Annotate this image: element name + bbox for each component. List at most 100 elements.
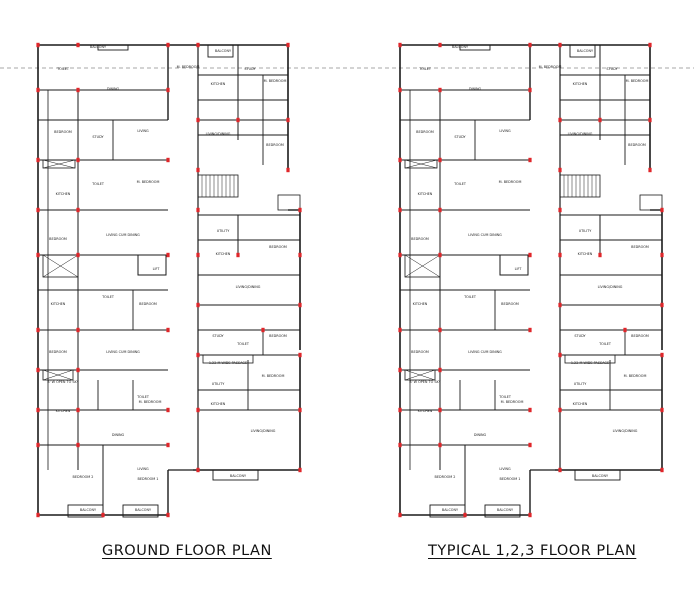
- structural-column: [558, 207, 562, 213]
- structural-column: [623, 327, 627, 333]
- structural-column: [76, 207, 80, 213]
- room-label: STUDY: [92, 135, 104, 139]
- structural-column: [76, 252, 80, 258]
- room-label: M. BEDROOM: [626, 79, 649, 83]
- room-label: M. BEDROOM: [139, 400, 162, 404]
- room-label: BEDROOM: [411, 350, 429, 354]
- structural-column: [438, 42, 442, 48]
- structural-column: [660, 352, 664, 358]
- structural-column: [438, 87, 442, 93]
- structural-column: [398, 207, 402, 213]
- room-label: STUDY: [574, 334, 586, 338]
- structural-column: [76, 327, 80, 333]
- structural-column: [398, 327, 402, 333]
- ground-floor-plan-title: GROUND FLOOR PLAN: [102, 543, 272, 559]
- room-label: TOILET: [418, 67, 432, 71]
- structural-column: [76, 42, 80, 48]
- room-label: KITCHEN: [573, 82, 588, 86]
- structural-column: [558, 117, 562, 123]
- structural-column: [286, 42, 290, 48]
- duct-cross: [42, 254, 79, 278]
- room-label: KITCHEN: [413, 302, 428, 306]
- room-label: M. BEDROOM: [539, 65, 562, 69]
- room-label: LIVING/DINING: [598, 285, 623, 289]
- room-label: LIVING CUM DINING: [468, 350, 502, 354]
- structural-column: [196, 42, 200, 48]
- room-label: 1.22 M WIDE PASSAGE: [571, 361, 609, 365]
- room-outline: [277, 194, 301, 211]
- room-label: B' W OPEN TO SKY: [409, 380, 441, 384]
- room-label: LIVING: [499, 129, 511, 133]
- room-label: BALCONY: [497, 508, 514, 512]
- structural-column: [166, 512, 170, 518]
- structural-column: [36, 252, 40, 258]
- room-label: M. BEDROOM: [264, 79, 287, 83]
- room-label: M. BEDROOM: [624, 374, 647, 378]
- room-label: LIVING: [137, 467, 149, 471]
- room-label: STUDY: [454, 135, 466, 139]
- structural-column: [463, 512, 467, 518]
- structural-column: [598, 117, 602, 123]
- room-label: BEDROOM 1: [138, 477, 159, 481]
- room-label: LIVING/DINING: [251, 429, 276, 433]
- structural-column: [236, 117, 240, 123]
- room-label: DINING: [474, 433, 487, 437]
- room-label: STUDY: [244, 67, 256, 71]
- structural-column: [528, 42, 532, 48]
- room-label: BEDROOM: [501, 302, 519, 306]
- room-label: UTILITY: [579, 229, 593, 233]
- structural-column: [438, 407, 442, 413]
- room-label: BALCONY: [592, 474, 609, 478]
- duct-cross: [404, 159, 438, 169]
- room-label: BALCONY: [577, 49, 594, 53]
- room-label: KITCHEN: [56, 409, 71, 413]
- room-label: M. BEDROOM: [501, 400, 524, 404]
- structural-column: [398, 157, 402, 163]
- structural-column: [298, 302, 302, 308]
- structural-column: [76, 87, 80, 93]
- structural-column: [36, 512, 40, 518]
- room-outline: [404, 369, 436, 381]
- structural-column: [598, 252, 602, 258]
- structural-column: [528, 512, 532, 518]
- structural-column: [196, 252, 200, 258]
- room-label: UTILITY: [574, 382, 588, 386]
- duct-cross: [42, 369, 74, 381]
- structural-column: [101, 512, 105, 518]
- room-label: UTILITY: [217, 229, 231, 233]
- room-label: DINING: [469, 87, 482, 91]
- structural-column: [166, 327, 170, 333]
- structural-column: [398, 442, 402, 448]
- structural-column: [196, 117, 200, 123]
- room-label: KITCHEN: [578, 252, 593, 256]
- structural-column: [438, 442, 442, 448]
- room-label: BEDROOM: [266, 143, 284, 147]
- room-label: LIFT: [153, 267, 161, 271]
- structural-column: [298, 467, 302, 473]
- room-outline: [207, 44, 234, 58]
- structural-column: [166, 442, 170, 448]
- room-label: UTILITY: [212, 382, 226, 386]
- structural-column: [398, 367, 402, 373]
- room-label: TOILET: [101, 295, 115, 299]
- room-label: M. BEDROOM: [137, 180, 160, 184]
- structural-column: [438, 252, 442, 258]
- structural-column: [660, 467, 664, 473]
- room-label: LIVING CUM DINING: [106, 233, 140, 237]
- room-label: DINING: [112, 433, 125, 437]
- room-outline: [42, 159, 76, 169]
- room-label: M. BEDROOM: [177, 65, 200, 69]
- room-outline: [137, 254, 167, 276]
- typical-floor-plan: TOILET M. BEDROOM DINING BEDROOM STUDY LIVING…: [398, 42, 664, 518]
- room-label: BEDROOM 2: [73, 475, 94, 479]
- structural-column: [558, 42, 562, 48]
- structural-column: [298, 407, 302, 413]
- duct-cross: [404, 254, 441, 278]
- room-label: BALCONY: [452, 45, 469, 49]
- structural-column: [76, 407, 80, 413]
- room-label: TOILET: [453, 182, 467, 186]
- room-label: BEDROOM: [631, 245, 649, 249]
- structural-column: [236, 252, 240, 258]
